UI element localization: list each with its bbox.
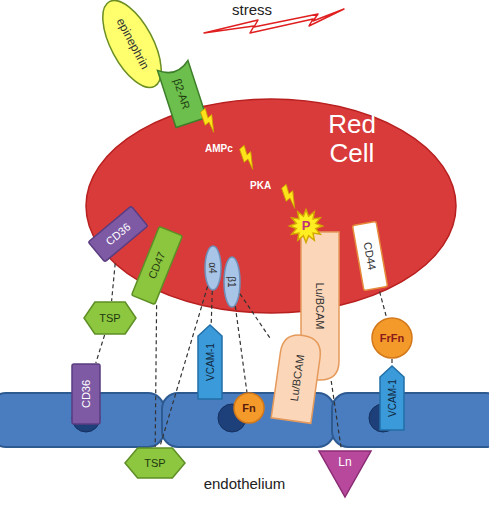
node-text: TSP xyxy=(144,457,165,469)
node-text: P xyxy=(302,219,311,233)
dashed-connector xyxy=(112,263,116,301)
node-text: TSP xyxy=(99,312,120,324)
node-text: Ln xyxy=(338,456,351,469)
node-text: β1 xyxy=(227,276,238,287)
dashed-connector xyxy=(380,292,387,318)
node-text: CD36 xyxy=(80,380,92,408)
node-text: endothelium xyxy=(0,476,489,493)
node-text: Fn xyxy=(242,402,255,414)
node-text: VCAM-1 xyxy=(387,379,398,417)
ligand-circle: FrFn xyxy=(371,317,413,359)
ligand-hexagon: TSP xyxy=(124,447,186,479)
text-label: stress xyxy=(232,2,272,19)
integrin-ellipse: β1 xyxy=(223,256,241,308)
stress-lightning xyxy=(204,9,344,33)
node-text: Lu/BCAM xyxy=(314,282,326,329)
text-label: PKA xyxy=(250,180,271,191)
ligand-hexagon: TSP xyxy=(83,301,137,335)
ligand-circle: Fn xyxy=(233,392,265,424)
node-text: VCAM-1 xyxy=(205,343,216,381)
dashed-connector xyxy=(235,306,247,392)
integrin-ellipse: α4 xyxy=(204,245,222,291)
ligand-triangle: Ln xyxy=(318,450,372,498)
receptor-box: VCAM-1 xyxy=(197,324,223,400)
node-text: α4 xyxy=(208,262,219,273)
node-text: Red Cell xyxy=(307,110,397,167)
phosphate-star: P xyxy=(289,209,323,243)
dashed-connector xyxy=(391,359,392,365)
receptor-box: VCAM-1 xyxy=(379,365,405,431)
node-text: FrFn xyxy=(380,332,404,344)
text-label: AMPc xyxy=(205,143,233,154)
receptor-box: CD36 xyxy=(71,363,101,425)
dashed-connector xyxy=(96,335,105,363)
